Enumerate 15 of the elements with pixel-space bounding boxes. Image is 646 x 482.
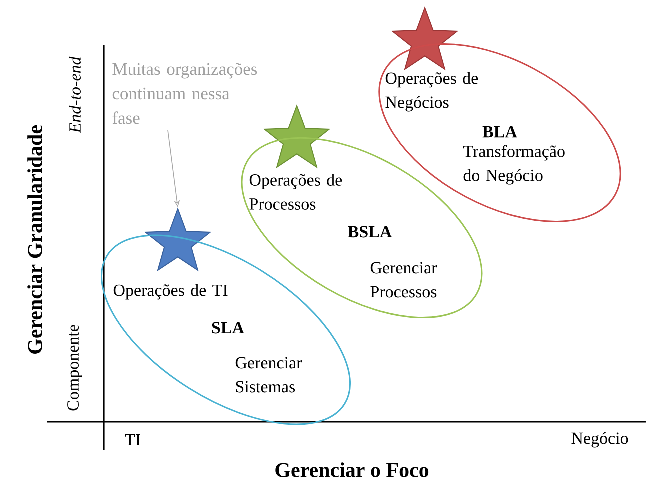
axis-title: Gerenciar Granularidade <box>28 126 42 354</box>
ellipse-text: Transformação do Negócio <box>464 145 565 185</box>
axis-tick-label: End-to-end <box>69 56 81 134</box>
ellipse-text: Operações de TI <box>114 284 228 300</box>
label-text: SLA <box>212 322 244 334</box>
axis-title: Gerenciar o Foco <box>276 462 429 478</box>
ellipse-text: Operações de Processos <box>250 174 342 210</box>
axis-tick-label: Negócio <box>572 432 628 448</box>
ellipse-text: Gerenciar Sistemas <box>236 357 302 393</box>
label-text: BLA <box>482 126 518 138</box>
ellipse-text: Gerenciar Processos <box>370 262 438 298</box>
note-text: Muitas organizações continuam nessa fase <box>112 63 258 124</box>
label-text: BSLA <box>348 226 392 238</box>
ellipse-text: Operações de Negócios <box>386 72 478 112</box>
axis-tick-label: Componente <box>68 325 82 411</box>
